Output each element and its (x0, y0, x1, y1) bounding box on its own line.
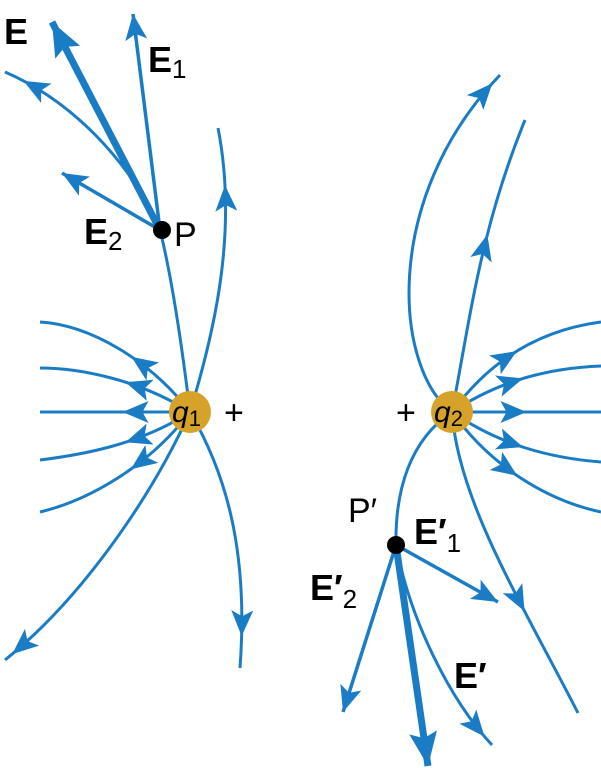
label-e1-subscript: 1 (172, 54, 186, 84)
arrowhead-icon (125, 423, 154, 445)
charge-q1-subscript: 1 (189, 406, 201, 431)
field-line (450, 411, 580, 714)
label-e-prime-2: E′2 (310, 567, 357, 614)
arrowhead-icon (489, 351, 517, 375)
point-p-prime (387, 536, 405, 554)
charge-q1-label: q1 (172, 396, 201, 431)
point-p-prime-label: P′ (348, 492, 377, 530)
charge-q2 (431, 391, 473, 433)
arrowhead-icon (495, 375, 524, 397)
arrowhead-icon (125, 379, 154, 401)
arrowhead-icon (502, 583, 525, 612)
field-line (188, 127, 228, 413)
label-e-prime-2-main: E′ (310, 567, 343, 608)
point-p-label: P (174, 216, 197, 254)
arrowhead-icon (409, 730, 437, 766)
field-line (450, 320, 601, 413)
field-line (451, 364, 601, 414)
label-e-prime-1-subscript: 1 (447, 528, 461, 558)
label-e2-main: E (84, 211, 108, 252)
arrowhead-icon (340, 683, 362, 712)
arrowhead-icon (125, 14, 148, 42)
charge-q2-subscript: 2 (451, 406, 463, 431)
charge-q2-sign: + (396, 394, 416, 432)
arrowheads (12, 14, 527, 766)
arrowhead-icon (470, 234, 492, 263)
label-e-prime-2-subscript: 2 (343, 584, 357, 614)
field-line (39, 366, 191, 414)
charge-q2-label: q2 (434, 396, 463, 431)
arrowhead-icon (459, 709, 485, 737)
charge-q1 (169, 391, 211, 433)
label-e1: E1 (148, 39, 186, 84)
label-e: E (4, 11, 28, 52)
arrowhead-icon (130, 445, 159, 470)
label-e-prime-1: E′1 (414, 511, 461, 558)
arrowhead-icon (52, 22, 81, 59)
field-line (450, 411, 601, 514)
label-e-prime-1-main: E′ (414, 511, 447, 552)
label-e2: E2 (84, 211, 122, 256)
arrowhead-icon (231, 609, 254, 637)
vector-e-prime (392, 544, 432, 767)
arrowhead-icon (62, 173, 91, 196)
arrowhead-icon (122, 401, 149, 423)
arrowhead-icon (500, 401, 527, 423)
arrowhead-icon (494, 428, 524, 450)
field-line (188, 411, 244, 669)
vector-e-prime-2 (341, 544, 398, 713)
charge-q2-symbol: q (434, 396, 451, 429)
arrowhead-icon (12, 628, 40, 655)
arrowhead-icon (131, 356, 160, 381)
label-e-prime: E′ (454, 655, 487, 696)
arrowhead-icon (215, 185, 238, 212)
field-line (39, 320, 192, 413)
arrowhead-icon (469, 579, 498, 602)
label-e1-main: E (148, 39, 172, 80)
charge-q1-symbol: q (172, 396, 189, 429)
label-e2-subscript: 2 (108, 226, 122, 256)
charge-q1-sign: + (224, 394, 244, 432)
field-line (450, 119, 527, 413)
arrowhead-icon (23, 80, 52, 103)
field-line (4, 411, 192, 662)
field-line (407, 73, 502, 414)
vector-e (48, 20, 164, 232)
field-line (39, 411, 192, 514)
point-p (153, 221, 171, 239)
arrowhead-icon (466, 83, 493, 110)
vector-e1 (131, 13, 162, 231)
arrowhead-icon (489, 451, 518, 476)
